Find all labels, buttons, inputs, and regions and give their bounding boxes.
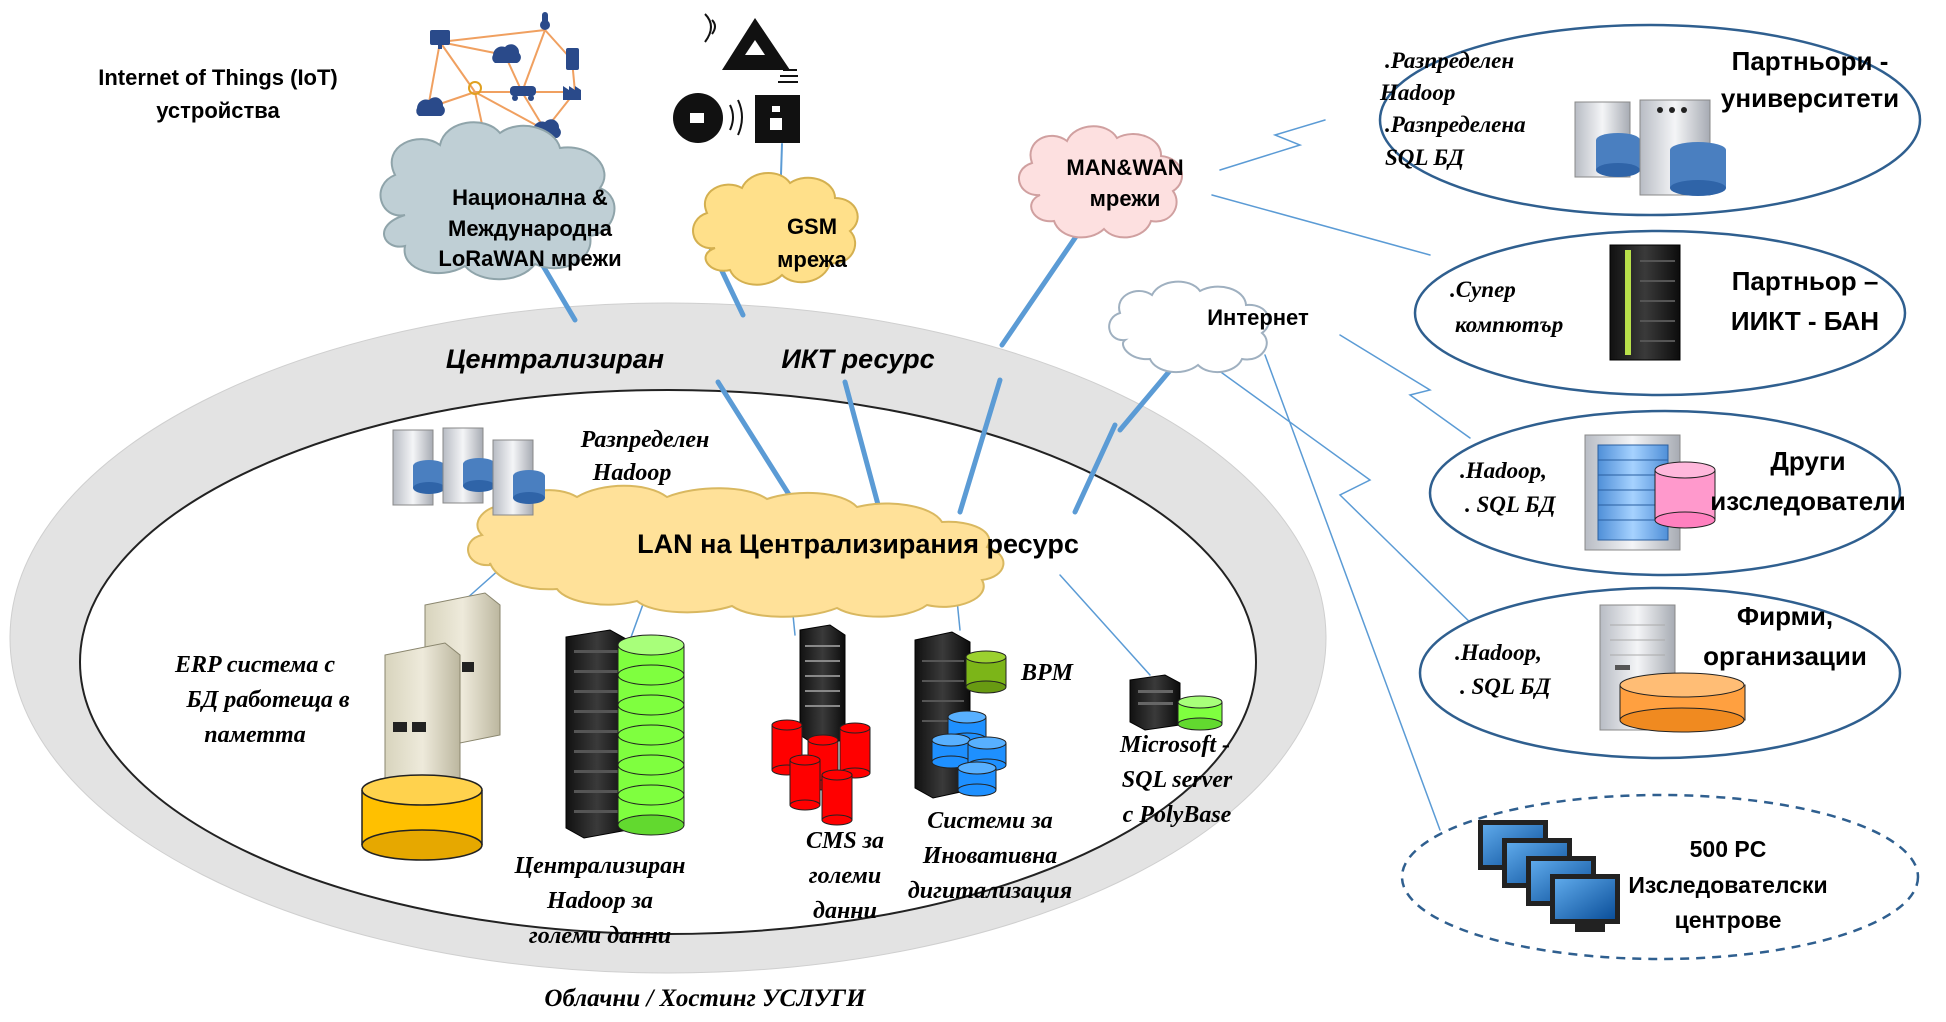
iict-title-1: Партньор –	[1732, 266, 1879, 296]
man-wan-line2: мрежи	[1090, 186, 1161, 211]
iict-note-1: .Супер	[1450, 277, 1516, 302]
erp-servers-icon	[361, 592, 501, 861]
digitalization-rack-icon	[914, 631, 1007, 799]
research-centers-node: 500 PC Изследователски центрове	[1400, 793, 1920, 961]
distributed-hadoop-servers-icon	[392, 427, 545, 516]
centers-line2: Изследователски	[1628, 872, 1827, 898]
internet-label: Интернет	[1207, 305, 1309, 330]
uni-title-2: университети	[1721, 83, 1899, 113]
centers-line1: 500 PC	[1690, 836, 1767, 862]
partner-iict-node: .Супер компютър Партньор – ИИКТ - БАН	[1413, 229, 1907, 397]
centers-line3: центрове	[1675, 907, 1782, 933]
gsm-devices-icon	[673, 13, 800, 143]
uni-title-1: Партньори -	[1732, 46, 1889, 76]
central-hadoop-rack-icon	[565, 629, 685, 839]
bpm-label: BPM	[1020, 660, 1075, 686]
cms-line1: CMS за	[806, 828, 884, 854]
iict-note-2: компютър	[1455, 312, 1563, 337]
cms-rack-icon	[771, 624, 871, 826]
central-title-1: Централизиран	[446, 344, 664, 374]
firms-server-icon	[1599, 604, 1746, 733]
internet-cloud: Интернет	[1108, 280, 1309, 374]
researchers-title-2: изследователи	[1710, 486, 1906, 516]
lorawan-line2: Международна	[448, 216, 613, 241]
network-links	[464, 119, 1481, 831]
iot-label-line1: Internet of Things (IoT)	[98, 65, 338, 90]
mssql-line3: с PolyBase	[1123, 802, 1232, 828]
iict-title-2: ИИКТ - БАН	[1731, 306, 1879, 336]
firms-title-1: Фирми,	[1737, 601, 1833, 631]
erp-line2: БД работеща в	[185, 687, 350, 713]
iot-devices-icon	[416, 12, 581, 150]
man-wan-cloud: MAN&WAN мрежи	[1018, 125, 1184, 239]
firms-note-2: . SQL БД	[1460, 674, 1552, 699]
erp-line3: паметта	[204, 722, 305, 748]
digital-line1: Системи за	[927, 808, 1053, 834]
erp-line1: ERP система с	[174, 652, 335, 678]
firms-note-1: .Hadoop,	[1455, 640, 1542, 665]
lorawan-line3: LoRaWAN мрежи	[438, 246, 621, 271]
uni-note-1: .Разпределен	[1385, 48, 1514, 73]
man-wan-line1: MAN&WAN	[1066, 155, 1183, 180]
cms-line3: данни	[813, 898, 877, 924]
lorawan-cloud: Национална & Международна LoRaWAN мрежи	[379, 121, 622, 281]
lorawan-line1: Национална &	[452, 185, 608, 210]
researchers-title-1: Други	[1770, 446, 1845, 476]
dist-hadoop-line2: Hadoop	[592, 460, 672, 486]
researchers-note-1: .Hadoop,	[1460, 458, 1547, 483]
firms-node: .Hadoop, . SQL БД Фирми, организации	[1418, 586, 1902, 760]
firms-title-2: организации	[1703, 641, 1867, 671]
lan-cloud: LAN на Централизирания ресурс	[467, 484, 1079, 618]
computers-icon	[1478, 820, 1620, 932]
mssql-server-icon	[1129, 674, 1223, 731]
mssql-line2: SQL server	[1122, 767, 1233, 793]
central-title-2: ИКТ ресурс	[781, 344, 934, 374]
researchers-note-2: . SQL БД	[1465, 492, 1557, 517]
lan-label: LAN на Централизирания ресурс	[637, 529, 1079, 559]
uni-note-3: .Разпределена	[1385, 112, 1526, 137]
gsm-line2: мрежа	[777, 247, 848, 272]
central-footer: Облачни / Хостинг УСЛУГИ	[544, 985, 867, 1012]
central-hadoop-line2: Hadoop за	[546, 888, 653, 914]
cms-line2: големи	[809, 863, 881, 889]
researchers-server-icon	[1584, 434, 1716, 551]
uni-note-4: SQL БД	[1385, 145, 1465, 170]
mssql-line1: Microsoft -	[1119, 732, 1230, 758]
dist-hadoop-line1: Разпределен	[580, 427, 710, 453]
other-researchers-node: .Hadoop, . SQL БД Други изследователи	[1428, 409, 1906, 577]
gsm-line1: GSM	[787, 214, 837, 239]
gsm-cloud: GSM мрежа	[692, 171, 859, 286]
digital-line2: Иновативна	[922, 843, 1058, 869]
uni-servers-icon	[1574, 99, 1726, 196]
digital-line3: дигитализация	[908, 878, 1072, 904]
supercomputer-icon	[1609, 244, 1681, 361]
central-hadoop-line3: големи данни	[529, 923, 671, 949]
central-hadoop-line1: Централизиран	[513, 853, 685, 879]
iot-label-line2: устройства	[156, 98, 280, 123]
uni-note-2: Hadoop	[1379, 80, 1455, 105]
partners-universities-node: .Разпределен Hadoop .Разпределена SQL БД…	[1378, 23, 1922, 217]
